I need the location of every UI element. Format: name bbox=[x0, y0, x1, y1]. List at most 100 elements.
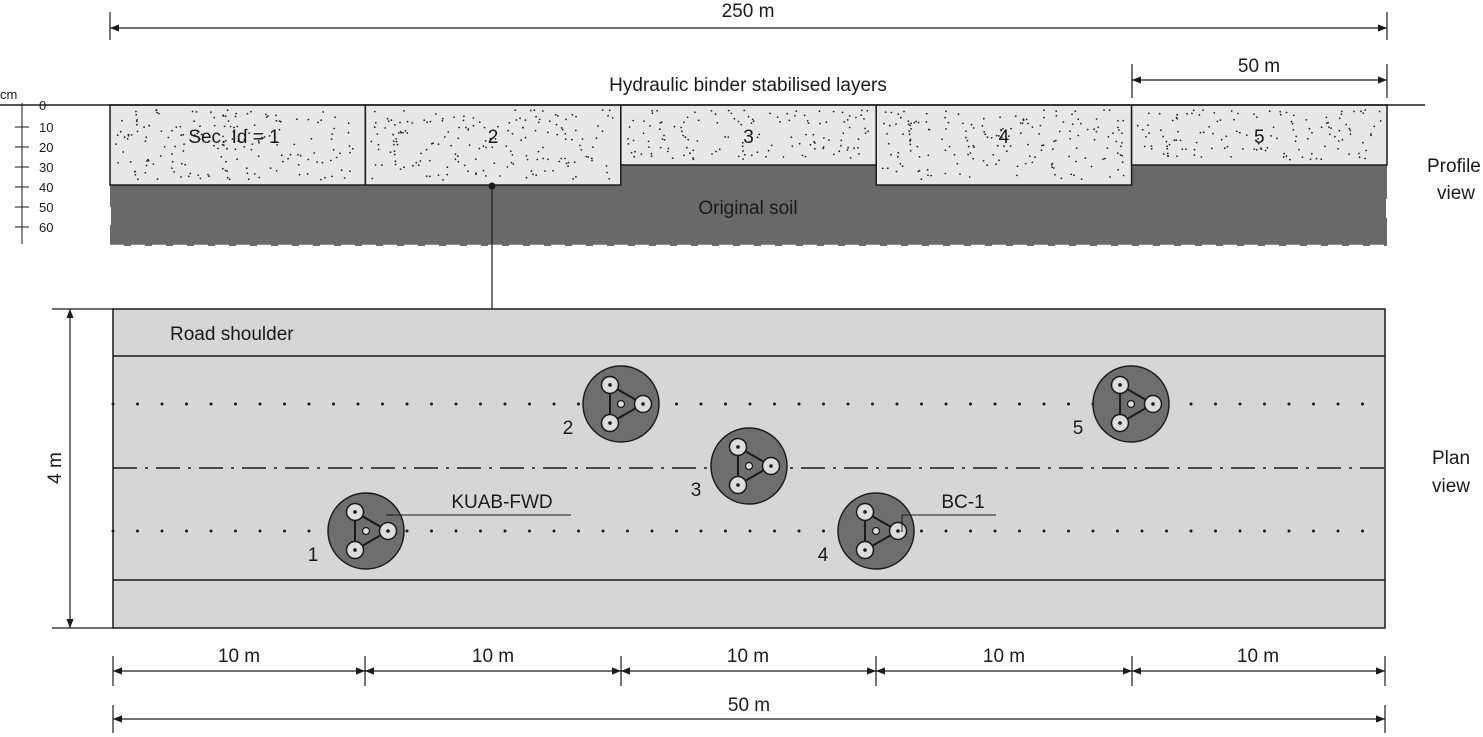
aggregate-dot bbox=[1055, 110, 1058, 112]
aggregate-dot bbox=[183, 143, 185, 146]
aggregate-dot bbox=[222, 115, 225, 117]
aggregate-dot bbox=[196, 132, 199, 135]
aggregate-dot bbox=[907, 120, 910, 122]
aggregate-dot bbox=[1311, 131, 1313, 134]
aggregate-dot bbox=[1019, 122, 1022, 124]
depth-tick-label: 60 bbox=[39, 220, 53, 235]
aggregate-dot bbox=[740, 123, 743, 126]
aggregate-dot bbox=[743, 153, 746, 156]
aggregate-dot bbox=[343, 177, 346, 179]
aggregate-dot bbox=[321, 161, 324, 164]
aggregate-dot bbox=[1219, 119, 1222, 121]
aggregate-dot bbox=[463, 115, 465, 118]
aggregate-dot bbox=[519, 117, 521, 120]
aggregate-dot bbox=[1080, 122, 1082, 125]
aggregate-dot bbox=[838, 150, 841, 153]
aggregate-dot bbox=[849, 157, 852, 159]
aggregate-dot bbox=[512, 163, 515, 165]
aggregate-dot bbox=[293, 143, 296, 146]
aggregate-dot bbox=[1122, 174, 1125, 177]
aggregate-dot bbox=[832, 153, 835, 156]
aggregate-dot bbox=[1118, 129, 1120, 131]
layer-title: Hydraulic binder stabilised layers bbox=[609, 75, 887, 96]
aggregate-dot bbox=[916, 145, 919, 148]
section-label: 4 bbox=[999, 127, 1010, 148]
aggregate-dot bbox=[399, 130, 402, 133]
aggregate-dot bbox=[570, 138, 573, 141]
aggregate-dot bbox=[474, 158, 477, 161]
aggregate-dot bbox=[818, 110, 821, 113]
aggregate-dot bbox=[457, 160, 460, 163]
aggregate-dot bbox=[394, 163, 397, 166]
aggregate-dot bbox=[983, 130, 986, 133]
aggregate-dot bbox=[159, 155, 162, 157]
aggregate-dot bbox=[580, 149, 583, 151]
profile-view-label-line1: Profile bbox=[1427, 156, 1481, 177]
aggregate-dot bbox=[134, 173, 137, 176]
aggregate-dot bbox=[135, 120, 138, 123]
aggregate-dot bbox=[472, 124, 475, 127]
aggregate-dot bbox=[750, 154, 753, 157]
aggregate-dot bbox=[659, 122, 662, 124]
aggregate-dot bbox=[1177, 130, 1179, 133]
aggregate-dot bbox=[1050, 163, 1053, 166]
profile-view-label-line2: view bbox=[1437, 183, 1475, 204]
aggregate-dot bbox=[160, 130, 163, 133]
aggregate-dot bbox=[1109, 176, 1111, 178]
aggregate-dot bbox=[317, 121, 319, 124]
aggregate-dot bbox=[406, 120, 409, 123]
depth-scale-labels: 0 10 20 30 40 50 60 bbox=[39, 98, 53, 235]
aggregate-dot bbox=[247, 178, 250, 181]
aggregate-dot bbox=[1202, 131, 1205, 134]
aggregate-dot bbox=[443, 136, 446, 138]
aggregate-dot bbox=[959, 173, 961, 176]
aggregate-dot bbox=[984, 133, 987, 136]
aggregate-dot bbox=[770, 144, 773, 147]
aggregate-dot bbox=[864, 132, 867, 135]
device-frame bbox=[609, 383, 646, 425]
aggregate-dot bbox=[822, 147, 825, 150]
segment-label: 10 m bbox=[727, 646, 769, 667]
aggregate-dot bbox=[393, 153, 396, 156]
aggregate-dot bbox=[287, 157, 289, 160]
aggregate-dot bbox=[587, 156, 590, 158]
aggregate-dot bbox=[842, 132, 845, 135]
aggregate-dot bbox=[913, 121, 916, 124]
aggregate-dot bbox=[606, 171, 608, 174]
aggregate-dot bbox=[1340, 113, 1343, 115]
aggregate-dot bbox=[908, 130, 911, 132]
segment-label: 10 m bbox=[218, 646, 260, 667]
aggregate-dot bbox=[915, 120, 917, 123]
aggregate-dot bbox=[1000, 136, 1003, 139]
aggregate-dot bbox=[909, 150, 912, 152]
aggregate-dot bbox=[402, 131, 404, 134]
aggregate-dot bbox=[1095, 130, 1098, 133]
aggregate-dot bbox=[265, 116, 268, 118]
aggregate-dot bbox=[456, 155, 459, 158]
segment-label: 10 m bbox=[983, 646, 1025, 667]
aggregate-dot bbox=[426, 121, 428, 124]
aggregate-dot bbox=[1093, 128, 1095, 131]
aggregate-dot bbox=[661, 138, 664, 141]
aggregate-dot bbox=[228, 178, 231, 181]
device-frame bbox=[737, 445, 774, 487]
aggregate-dot bbox=[890, 111, 893, 114]
aggregate-dot bbox=[1324, 145, 1326, 148]
aggregate-dot bbox=[210, 111, 212, 114]
depth-tick-label: 0 bbox=[39, 98, 46, 113]
aggregate-dot bbox=[1358, 156, 1361, 159]
aggregate-dot bbox=[798, 142, 801, 145]
aggregate-dot bbox=[544, 170, 546, 172]
aggregate-dot bbox=[1121, 141, 1123, 144]
aggregate-dot bbox=[499, 175, 501, 177]
sensor-center bbox=[608, 421, 612, 425]
plan-view-label-line1: Plan bbox=[1432, 448, 1470, 469]
aggregate-dot bbox=[944, 116, 947, 119]
aggregate-dot bbox=[819, 122, 821, 125]
aggregate-dot bbox=[1195, 141, 1198, 144]
aggregate-dot bbox=[155, 109, 158, 112]
aggregate-dot bbox=[601, 130, 604, 133]
aggregate-dot bbox=[1328, 133, 1331, 136]
aggregate-dot bbox=[1039, 124, 1042, 127]
sensor-center bbox=[641, 402, 645, 406]
